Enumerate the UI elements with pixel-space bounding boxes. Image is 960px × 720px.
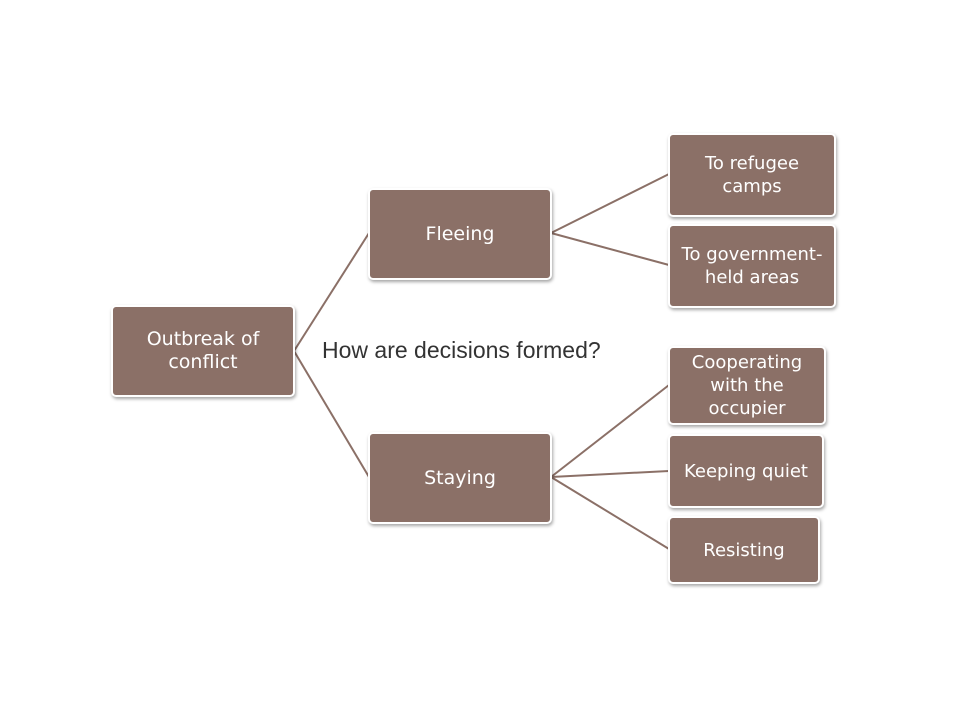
node-keeping-quiet: Keeping quiet	[668, 434, 824, 508]
connector-staying-resisting	[550, 476, 670, 550]
node-staying: Staying	[368, 432, 552, 524]
node-outbreak-of-conflict: Outbreak of conflict	[111, 305, 295, 397]
connector-staying-keeping-quiet	[550, 470, 670, 478]
connector-staying-cooperating	[550, 384, 670, 478]
connector-fleeing-government-areas	[550, 232, 670, 266]
node-fleeing: Fleeing	[368, 188, 552, 280]
node-cooperating-with-the-occupier: Cooperating with the occupier	[668, 346, 826, 425]
node-to-refugee-camps: To refugee camps	[668, 133, 836, 217]
connector-fleeing-refugee-camps	[550, 173, 670, 234]
node-to-government-held-areas: To government-held areas	[668, 224, 836, 308]
diagram-question: How are decisions formed?	[322, 337, 601, 363]
connector-root-fleeing	[293, 232, 370, 352]
node-resisting: Resisting	[668, 516, 820, 584]
connector-root-staying	[293, 350, 370, 478]
